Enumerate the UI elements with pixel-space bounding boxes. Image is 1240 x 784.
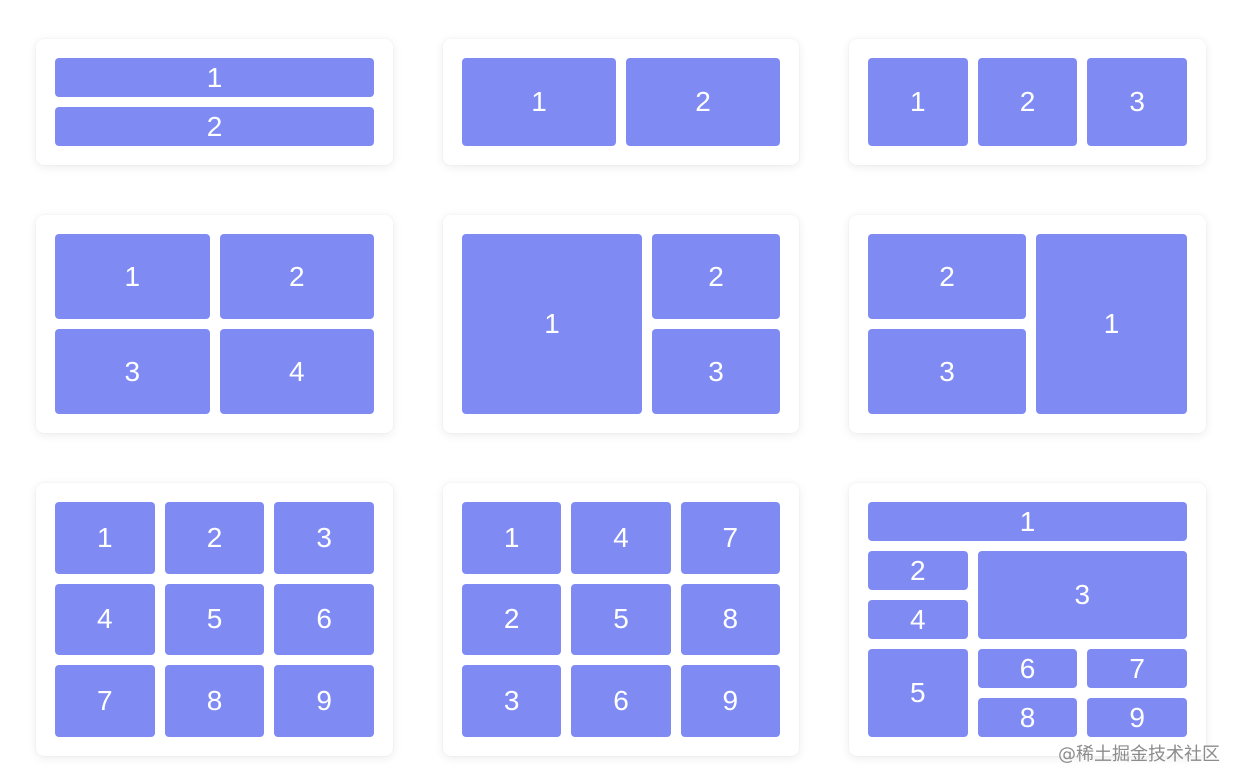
layout-card-grid-3x3-column-order: 1 2 3 4 5 6 7 8 9 <box>443 483 799 756</box>
grid-cell: 1 <box>55 234 210 319</box>
grid-cell: 3 <box>462 665 562 737</box>
grid-cell: 4 <box>571 502 671 574</box>
grid-cell: 8 <box>680 583 780 656</box>
grid-cell-large: 1 <box>462 234 642 414</box>
grid-cell: 6 <box>977 649 1078 688</box>
grid-cell: 3 <box>652 329 780 414</box>
layout-card-big-left: 1 2 3 <box>443 215 799 433</box>
grid-cell: 2 <box>164 502 265 574</box>
grid-cell: 1 <box>462 58 616 146</box>
grid-cell-large: 1 <box>1036 234 1187 414</box>
grid-cell: 2 <box>868 551 968 590</box>
grid-cell: 1 <box>462 502 562 574</box>
grid-cell: 5 <box>164 583 265 656</box>
grid-cell: 1 <box>55 58 374 97</box>
layout-card-big-right: 1 2 3 <box>849 215 1206 433</box>
grid-cell: 7 <box>1087 649 1187 688</box>
layout-card-two-rows: 1 2 <box>36 39 393 165</box>
grid-cell: 3 <box>1087 58 1187 146</box>
grid-cell: 7 <box>680 502 780 574</box>
grid-cell: 2 <box>55 107 374 146</box>
grid-cell: 6 <box>571 665 671 737</box>
grid-cell: 7 <box>55 665 155 737</box>
grid-cell: 1 <box>868 58 968 146</box>
watermark-text: @稀土掘金技术社区 <box>1058 744 1220 765</box>
grid-cell: 1 <box>55 502 155 574</box>
grid-cell: 3 <box>55 329 210 414</box>
grid-cell: 2 <box>462 583 562 656</box>
grid-cell: 9 <box>680 665 780 737</box>
layout-card-two-columns: 1 2 <box>443 39 799 165</box>
grid-cell: 3 <box>868 329 1026 414</box>
grid-cell: 4 <box>55 583 155 656</box>
layout-card-grid-2x2: 1 2 3 4 <box>36 215 393 433</box>
grid-cell: 9 <box>1087 698 1187 737</box>
grid-cell: 5 <box>571 583 671 656</box>
grid-cell: 4 <box>219 329 374 414</box>
grid-cell: 8 <box>164 665 265 737</box>
grid-cell: 3 <box>274 502 374 574</box>
grid-cell-wide: 1 <box>868 502 1187 541</box>
grid-cell: 9 <box>274 665 374 737</box>
grid-cell-large: 3 <box>977 551 1187 639</box>
grid-cell: 2 <box>868 234 1026 319</box>
grid-cell: 6 <box>274 583 374 656</box>
grid-cell-tall: 5 <box>868 649 968 737</box>
grid-cell: 2 <box>977 58 1078 146</box>
layout-card-three-columns: 1 2 3 <box>849 39 1206 165</box>
grid-cell: 8 <box>977 698 1078 737</box>
grid-cell: 2 <box>626 58 780 146</box>
layout-card-mixed: 1 2 3 4 5 6 7 8 9 <box>849 483 1206 756</box>
grid-cell: 2 <box>219 234 374 319</box>
grid-cell: 2 <box>652 234 780 319</box>
layout-card-grid-3x3-row-order: 1 2 3 4 5 6 7 8 9 <box>36 483 393 756</box>
grid-cell: 4 <box>868 600 968 639</box>
